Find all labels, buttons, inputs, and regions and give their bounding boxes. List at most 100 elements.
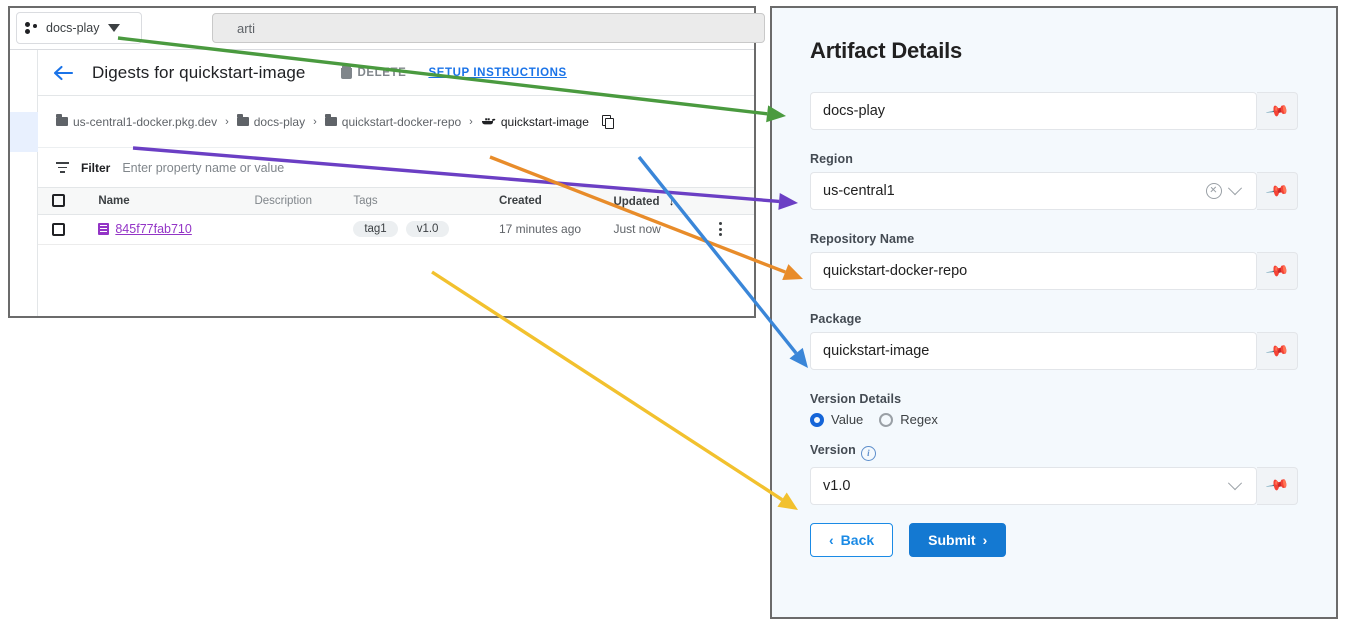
row-created-cell: 17 minutes ago [499,222,582,236]
chevron-down-icon[interactable] [1227,181,1243,196]
breadcrumb-item-package[interactable]: quickstart-image [481,115,589,129]
field-region: Region us-central1 📌 [810,152,1298,210]
folder-icon [236,114,249,126]
row-description-cell [254,214,353,244]
column-header-created[interactable]: Created [499,194,542,207]
field-version: Version i v1.0 📌 [810,443,1298,505]
breadcrumb-label: docs-play [253,114,306,129]
row-name-cell: 845f77fab710 [98,214,254,244]
column-header-name[interactable]: Name [98,194,130,207]
pin-region-button[interactable]: 📌 [1257,172,1298,210]
pin-project-button[interactable]: 📌 [1257,92,1298,130]
row-tags-cell: tag1 v1.0 [353,214,499,244]
digest-link[interactable]: 845f77fab710 [98,222,254,236]
chevron-right-icon: › [982,531,988,548]
radio-regex-dot [879,412,894,427]
page-title: Digests for quickstart-image [92,62,306,82]
select-all-header[interactable] [38,188,98,214]
radio-value[interactable]: Value [810,412,863,427]
back-button[interactable]: ‹ Back [810,522,894,557]
version-label: Version [810,443,856,457]
version-details-radio-group: Value Regex [810,412,1298,427]
info-icon[interactable]: i [860,445,876,461]
breadcrumb-label: quickstart-image [500,114,589,129]
column-header-updated[interactable]: Updated ↓ [613,188,712,214]
pin-package-button[interactable]: 📌 [1257,332,1298,370]
tag-chip[interactable]: tag1 [353,221,398,237]
field-package: Package quickstart-image 📌 [810,312,1298,370]
field-repository-name: Repository Name quickstart-docker-repo 📌 [810,232,1298,290]
filter-bar: Filter Enter property name or value [38,148,754,188]
nav-rail-active-item[interactable] [10,112,38,152]
page-actions: DELETE SETUP INSTRUCTIONS [341,66,566,79]
column-header-description[interactable]: Description [254,194,312,207]
radio-regex-label: Regex [900,412,938,427]
page-content: Digests for quickstart-image DELETE SETU… [38,50,754,316]
breadcrumb-separator: › [225,115,229,128]
radio-value-dot [810,412,824,427]
filter-icon[interactable] [56,162,69,173]
package-label: Package [810,312,862,326]
clear-icon[interactable] [1206,183,1222,199]
digest-name: 845f77fab710 [115,222,192,236]
panel-button-row: ‹ Back Submit › [810,522,1298,557]
breadcrumb-separator: › [469,115,473,128]
tag-chip[interactable]: v1.0 [405,221,450,237]
select-all-checkbox[interactable] [52,194,65,208]
submit-button[interactable]: Submit › [909,522,1007,557]
delete-button[interactable]: DELETE [341,66,406,79]
back-arrow-icon[interactable] [52,62,74,84]
folder-icon [324,114,337,126]
column-header-menu [712,188,754,214]
setup-instructions-label: SETUP INSTRUCTIONS [428,66,567,79]
chevron-down-icon[interactable] [1227,475,1243,490]
chevron-down-icon [107,24,120,32]
project-value: docs-play [823,103,886,119]
radio-value-label: Value [831,412,864,427]
sort-descending-icon: ↓ [668,193,675,208]
pin-icon: 📌 [1264,338,1290,364]
pin-version-button[interactable]: 📌 [1257,466,1298,505]
row-checkbox[interactable] [52,222,65,236]
breadcrumb-item-repository[interactable]: quickstart-docker-repo [324,114,461,129]
region-value: us-central1 [823,183,895,199]
table-row[interactable]: 845f77fab710 tag1 v1.0 17 minutes ago Ju… [38,214,754,244]
folder-icon [56,114,68,126]
nav-rail [10,50,38,316]
kebab-menu-icon[interactable] [712,222,728,236]
version-input[interactable]: v1.0 [810,466,1257,505]
trash-icon [341,66,353,79]
omnibox-value: arti [237,20,256,36]
radio-regex[interactable]: Regex [879,412,938,427]
setup-instructions-link[interactable]: SETUP INSTRUCTIONS [428,67,566,79]
copy-icon[interactable] [601,115,614,129]
column-header-tags[interactable]: Tags [353,194,378,207]
region-input[interactable]: us-central1 [810,172,1257,210]
filter-input[interactable]: Enter property name or value [122,160,285,175]
breadcrumb-item-project[interactable]: docs-play [236,114,306,129]
repository-name-label: Repository Name [810,232,915,246]
row-select-cell[interactable] [38,214,98,244]
field-project: docs-play 📌 [810,92,1298,130]
breadcrumb-item-registry[interactable]: us-central1-docker.pkg.dev [56,114,218,129]
back-button-label: Back [840,531,875,548]
chevron-left-icon: ‹ [829,531,834,548]
project-selector[interactable]: docs-play [16,12,142,44]
breadcrumb-label: us-central1-docker.pkg.dev [73,114,218,129]
field-version-details: Version Details Value Regex [810,392,1298,427]
version-label-row: Version i [810,443,1298,461]
browser-toolbar: docs-play arti [10,8,765,50]
project-dots-icon [25,21,39,35]
project-input[interactable]: docs-play [810,92,1257,130]
repository-name-value: quickstart-docker-repo [823,263,968,279]
repository-name-input[interactable]: quickstart-docker-repo [810,252,1257,290]
pin-repository-name-button[interactable]: 📌 [1257,252,1298,290]
filter-label: Filter [81,160,111,175]
row-menu-cell[interactable] [712,214,754,244]
package-value: quickstart-image [823,343,930,359]
browser-window: docs-play arti Digests for quickstart-im… [8,6,765,318]
package-input[interactable]: quickstart-image [810,332,1257,370]
digest-icon [98,223,110,235]
omnibox-search-input[interactable]: arti [212,13,765,43]
pin-icon: 📌 [1264,178,1290,204]
